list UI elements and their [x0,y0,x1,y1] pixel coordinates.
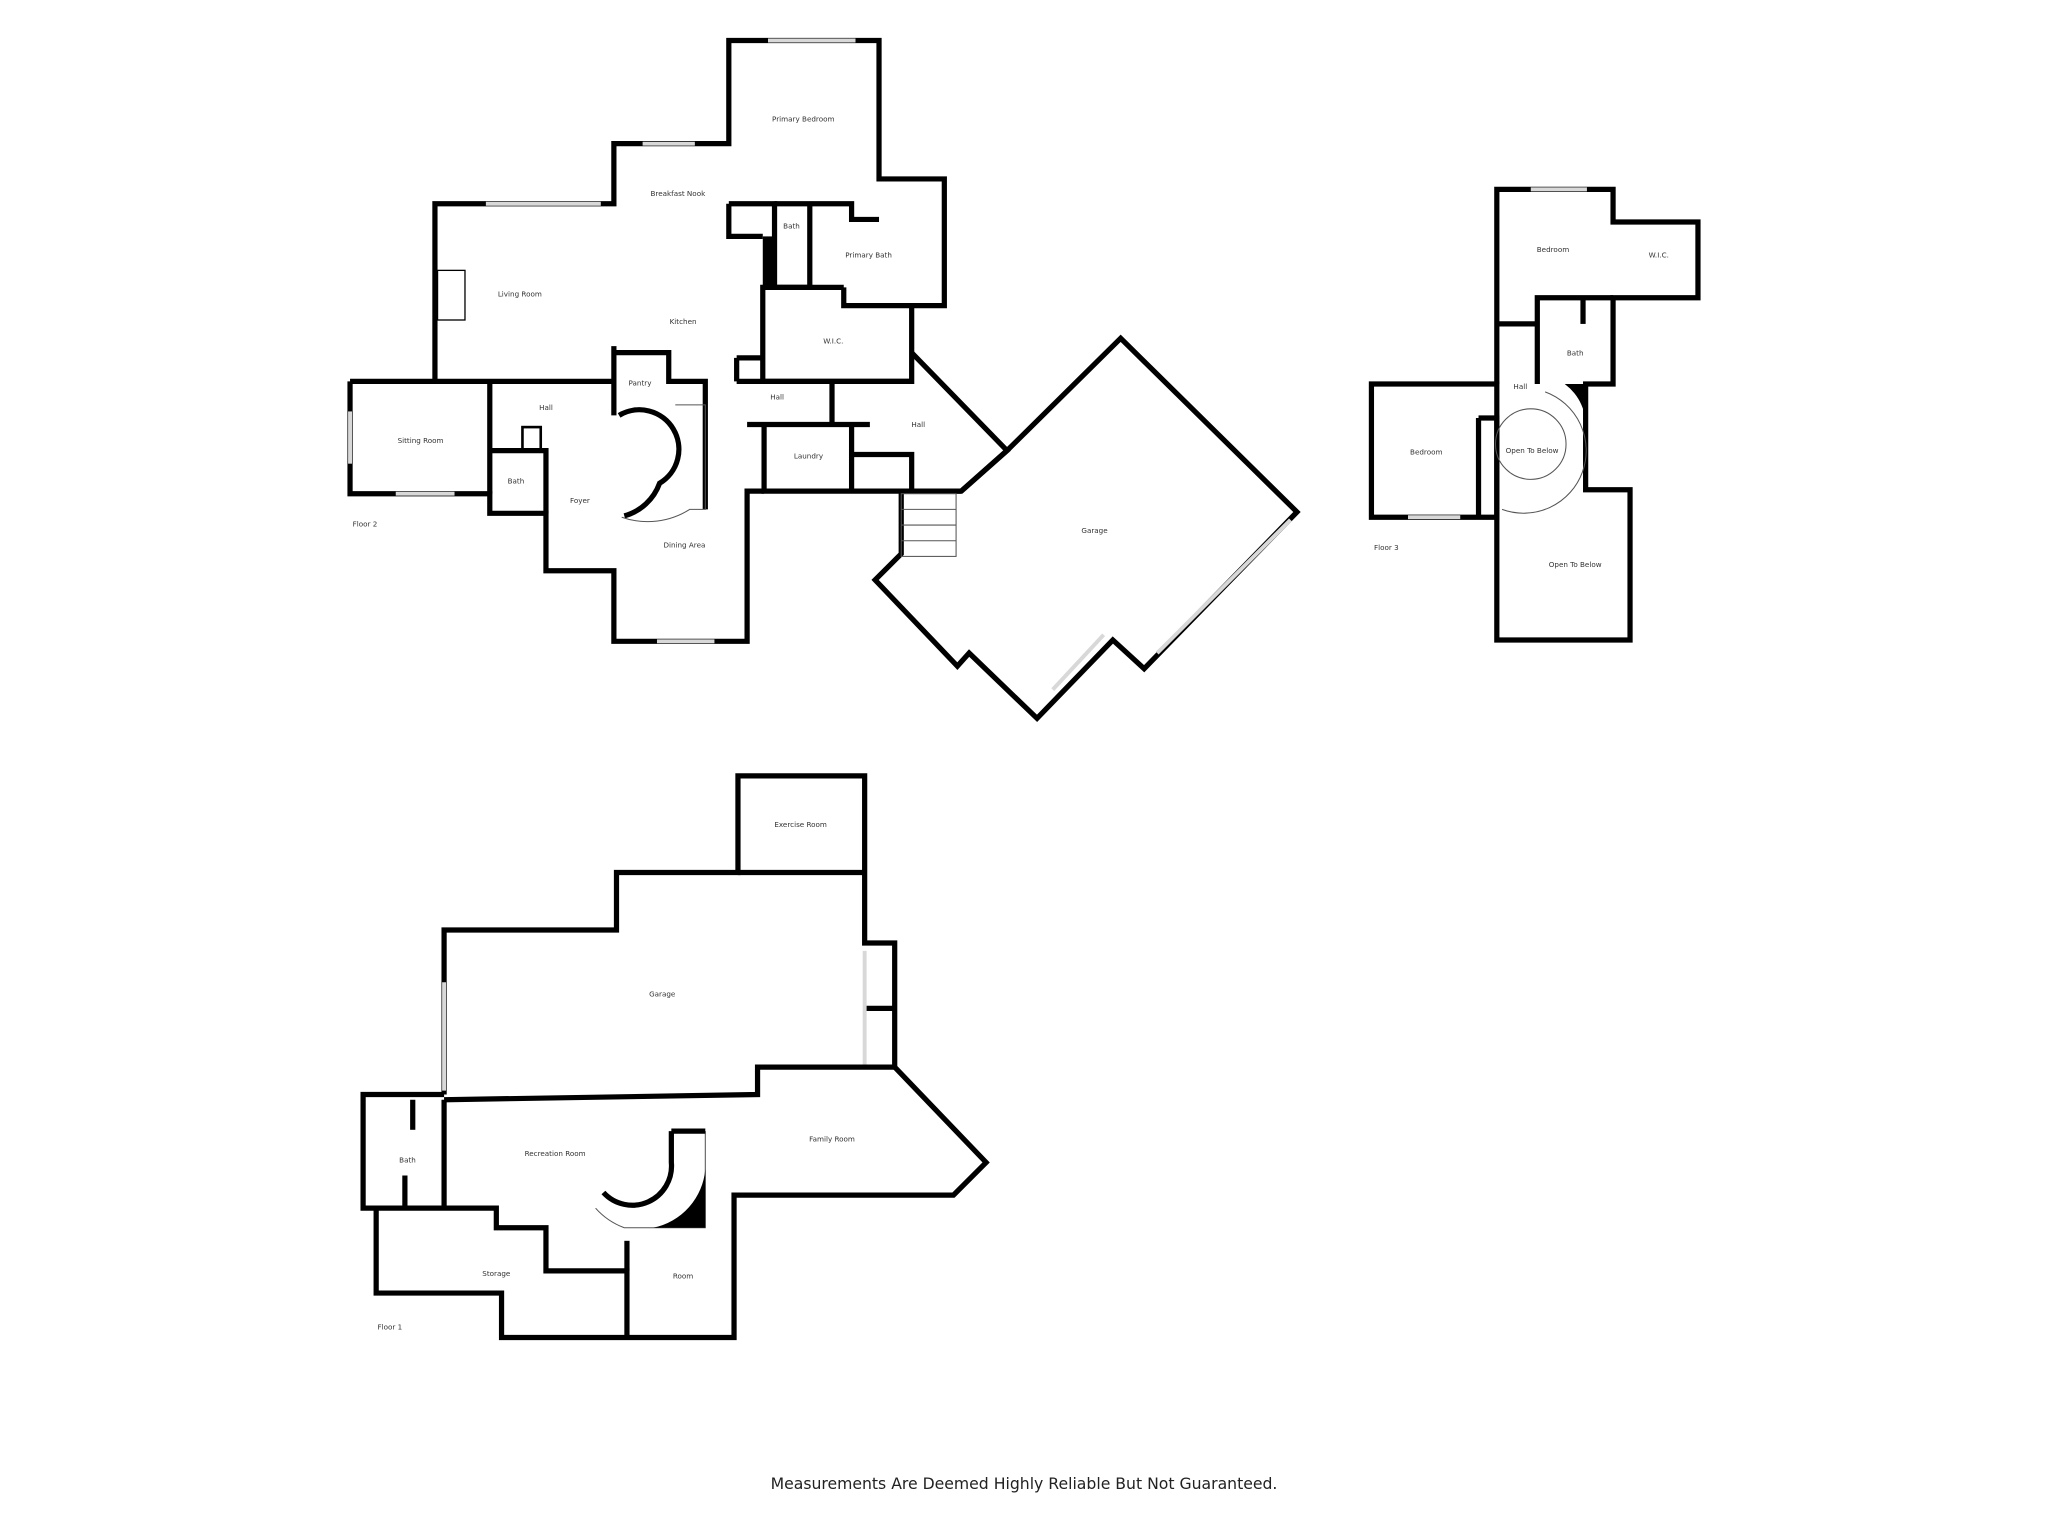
room-label: Bath [399,1155,416,1164]
floor-1-labels: Exercise Room Garage Bath Recreation Roo… [377,820,854,1332]
room-label: Breakfast Nook [651,189,707,198]
room-label: Bedroom [1410,448,1442,457]
room-label: Exercise Room [774,820,827,829]
room-label: Primary Bedroom [772,114,834,123]
room-label: Open To Below [1506,446,1559,455]
room-label: Dining Area [663,540,705,549]
room-label: Laundry [794,451,824,460]
room-label: Bath [1567,348,1584,357]
floor-3-plan [1368,186,1701,643]
room-label: Bath [508,476,525,485]
room-label: W.I.C. [1649,250,1669,259]
room-label: Garage [1081,526,1108,535]
room-label: Hall [770,393,784,402]
room-label: Storage [482,1269,511,1278]
room-label: W.I.C. [823,337,843,346]
room-label: Foyer [570,496,590,505]
floor-label: Floor 1 [377,1323,402,1332]
room-label: Kitchen [670,317,697,326]
wall-chase [762,236,775,288]
room-label: Room [673,1272,693,1281]
floor-1-plan [360,773,990,1341]
disclaimer-footer: Measurements Are Deemed Highly Reliable … [771,1474,1278,1493]
room-label: Bath [783,222,800,231]
room-label: Sitting Room [398,436,444,445]
room-label: Family Room [809,1135,855,1144]
room-label: Primary Bath [845,250,892,259]
floor-label: Floor 2 [353,519,378,528]
floor-2-labels: Primary Bedroom Breakfast Nook Bath Prim… [353,114,1109,549]
room-label: Hall [539,403,553,412]
room-label: Hall [911,420,925,429]
room-label: Open To Below [1549,560,1602,569]
floor-label: Floor 3 [1374,543,1399,552]
room-label: Hall [1513,382,1527,391]
fireplace [436,269,466,321]
floor-3-labels: Bedroom W.I.C. Bath Hall Bedroom Open To… [1374,245,1669,569]
floor-2-plan [347,37,1301,723]
room-label: Garage [649,990,676,999]
room-label: Bedroom [1537,245,1569,254]
room-label: Pantry [629,378,653,387]
room-label: Recreation Room [525,1149,586,1158]
room-label: Living Room [498,289,542,298]
